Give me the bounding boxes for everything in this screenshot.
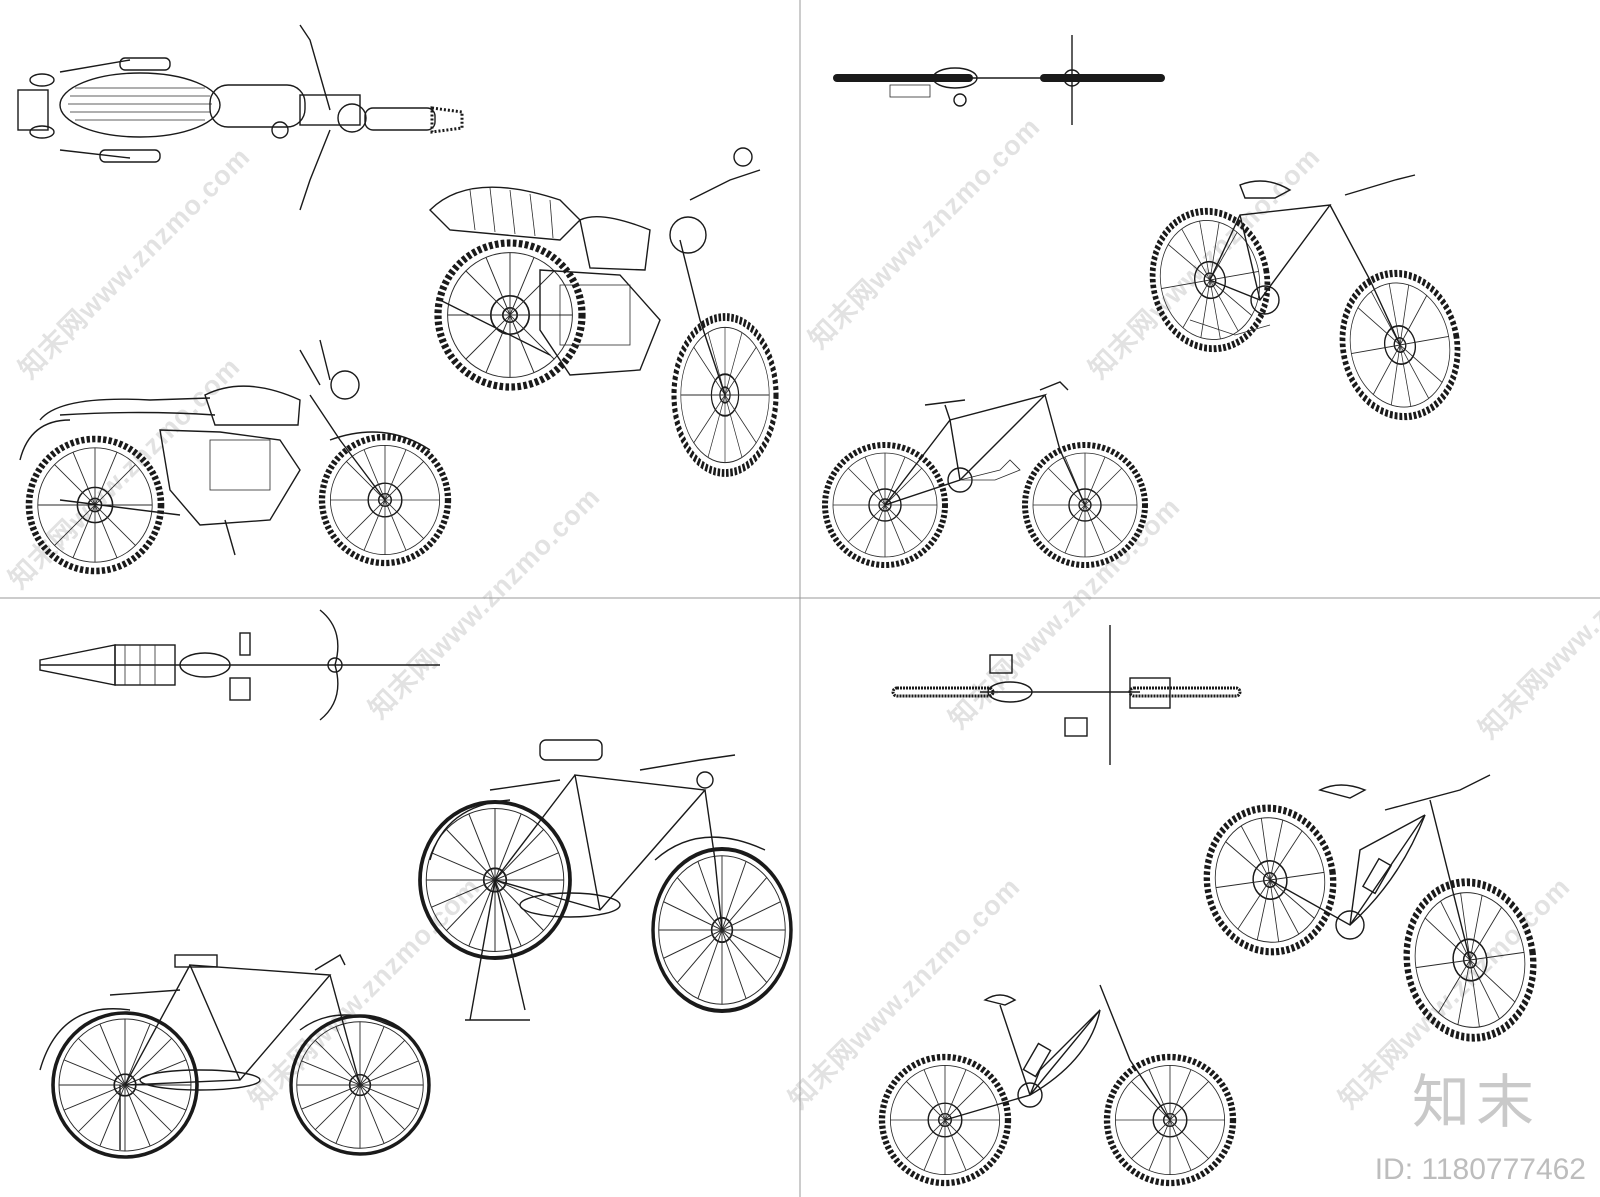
mountain-bike-top-view bbox=[833, 35, 1165, 125]
mountain-bike-side-view bbox=[825, 381, 1145, 565]
downhill-bike-perspective-view bbox=[1198, 774, 1544, 1046]
watermark: 知末网www.znzmo.com bbox=[13, 141, 256, 384]
city-bike-perspective-view bbox=[418, 739, 791, 1021]
downhill-bike-side-view bbox=[882, 984, 1233, 1183]
downhill-bike-top-view bbox=[891, 625, 1242, 765]
city-bike-side-view bbox=[39, 954, 431, 1159]
city-bike-top-view bbox=[39, 609, 440, 721]
motorcycle-perspective-view bbox=[429, 147, 776, 473]
motorcycle-side-view bbox=[19, 339, 448, 571]
mountain-bike-perspective-view bbox=[1142, 174, 1469, 426]
watermark: 知末网www.znzmo.com bbox=[943, 491, 1186, 734]
watermark: 知末网www.znzmo.com bbox=[3, 351, 246, 594]
downhill-bike-panel bbox=[882, 625, 1543, 1183]
motorcycle-top-view bbox=[17, 24, 464, 211]
city-bike-panel bbox=[39, 609, 791, 1159]
brand-logo: 知末 bbox=[1411, 1068, 1540, 1136]
watermark: 知末网www.znzmo.com bbox=[363, 481, 606, 724]
motorcycle-panel bbox=[17, 24, 776, 571]
watermark: 知末网www.znzmo.com bbox=[803, 111, 1046, 354]
watermark: 知末网www.znzmo.com bbox=[1473, 501, 1600, 744]
asset-id-label: ID: 1180777462 bbox=[1374, 1153, 1586, 1186]
mountain-bike-panel bbox=[825, 35, 1469, 565]
watermark: 知末网www.znzmo.com bbox=[243, 871, 486, 1114]
